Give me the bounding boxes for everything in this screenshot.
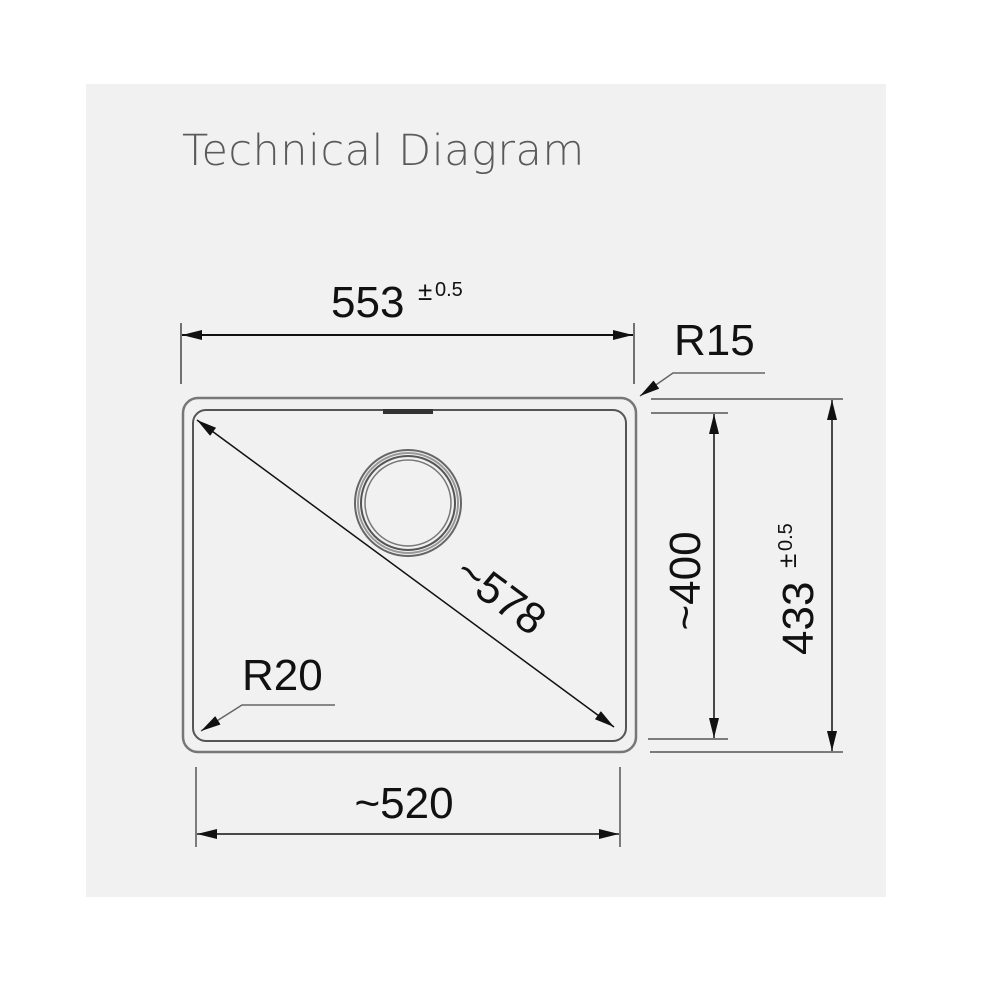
radius-outer-leader bbox=[639, 372, 765, 397]
radius-outer-label: R15 bbox=[674, 316, 755, 365]
sink-outer-outline bbox=[181, 396, 638, 754]
radius-inner-leader bbox=[200, 704, 335, 732]
height-inner-label: ~400 bbox=[661, 531, 710, 630]
width-top-label: 553 bbox=[331, 278, 404, 327]
width-bottom-label: ~520 bbox=[354, 779, 453, 828]
page-title: Technical Diagram bbox=[182, 126, 585, 176]
radius-inner-label: R20 bbox=[242, 651, 323, 700]
dimension-line-diagonal bbox=[196, 419, 615, 728]
overflow-slot bbox=[383, 409, 433, 414]
drain-circle bbox=[354, 449, 462, 557]
width-top-tolerance: 0.5 bbox=[435, 279, 463, 301]
height-total-label: 433 bbox=[774, 582, 823, 655]
height-total-tolerance-sign: ± bbox=[772, 554, 802, 568]
width-top-tolerance-sign: ± bbox=[418, 276, 432, 306]
diagonal-label: ~578 bbox=[446, 547, 555, 645]
height-total-tolerance: 0.5 bbox=[775, 523, 797, 551]
